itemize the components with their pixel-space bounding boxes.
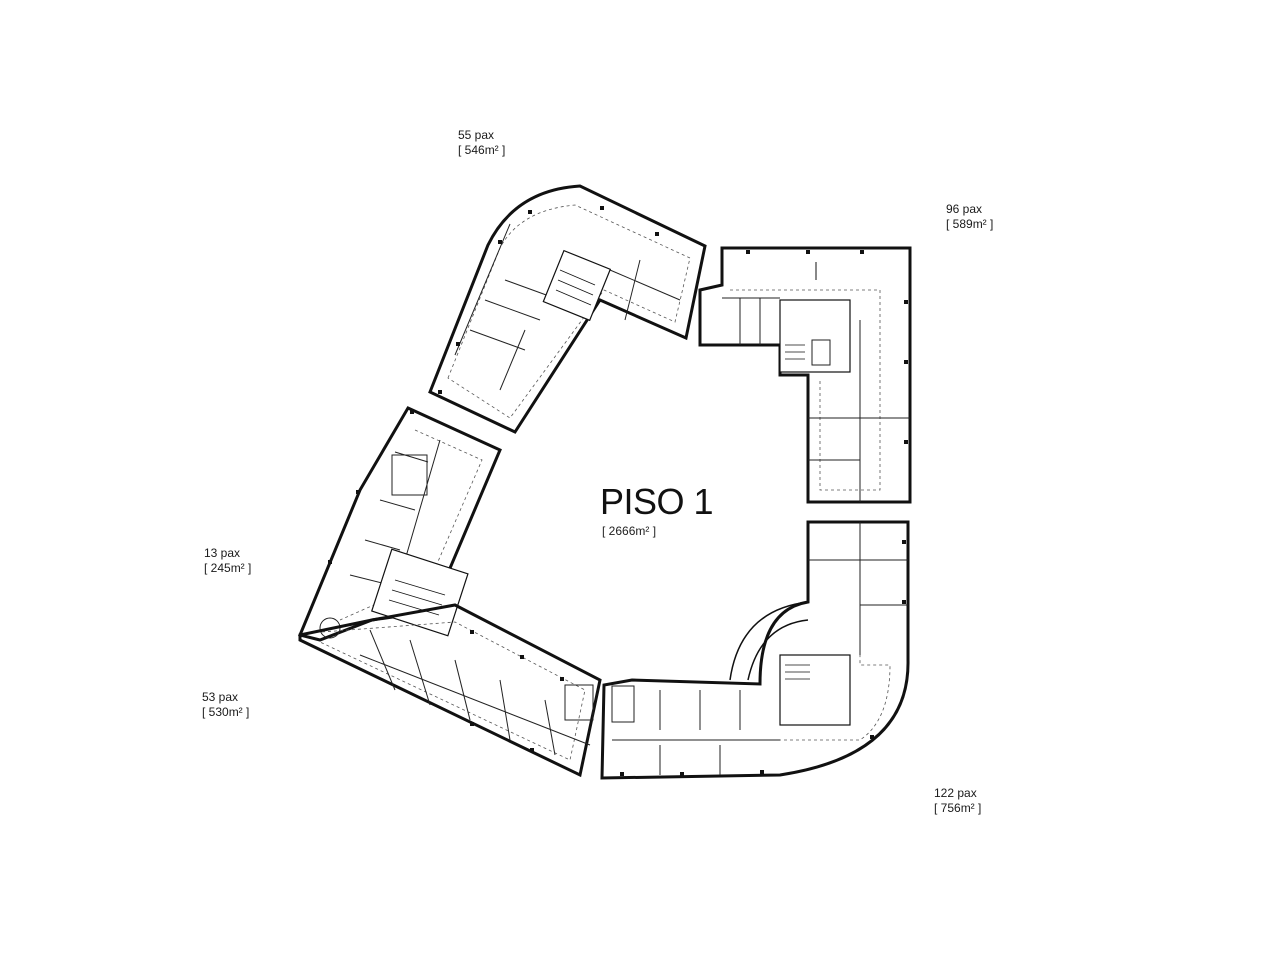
wing-southwest-area: [ 530m² ] bbox=[202, 705, 250, 719]
floor-area: [ 2666m² ] bbox=[602, 524, 657, 538]
wing-west-pax: 13 pax bbox=[204, 546, 241, 560]
wing-west-label: 13 pax [ 245m² ] bbox=[204, 546, 251, 576]
floor-title: PISO 1 bbox=[600, 481, 714, 522]
wing-west bbox=[297, 406, 502, 642]
wing-north-pax: 55 pax bbox=[458, 128, 495, 142]
wing-northeast-label: 96 pax [ 589m² ] bbox=[946, 202, 993, 232]
wing-north-area: [ 546m² ] bbox=[458, 143, 506, 157]
wing-northeast-pax: 96 pax bbox=[946, 202, 983, 216]
wing-west-area: [ 245m² ] bbox=[204, 561, 252, 575]
wing-northeast bbox=[698, 246, 912, 504]
wing-southeast-pax: 122 pax bbox=[934, 786, 977, 800]
wing-southeast-label: 122 pax [ 756m² ] bbox=[934, 786, 981, 816]
wing-southwest-label: 53 pax [ 530m² ] bbox=[202, 690, 249, 720]
wing-southwest-pax: 53 pax bbox=[202, 690, 239, 704]
wing-southeast-area: [ 756m² ] bbox=[934, 801, 982, 815]
wing-north-label: 55 pax [ 546m² ] bbox=[458, 128, 505, 158]
wing-north bbox=[428, 184, 707, 434]
wing-southeast bbox=[600, 520, 910, 780]
wing-southwest bbox=[298, 603, 602, 778]
wing-northeast-area: [ 589m² ] bbox=[946, 217, 994, 231]
